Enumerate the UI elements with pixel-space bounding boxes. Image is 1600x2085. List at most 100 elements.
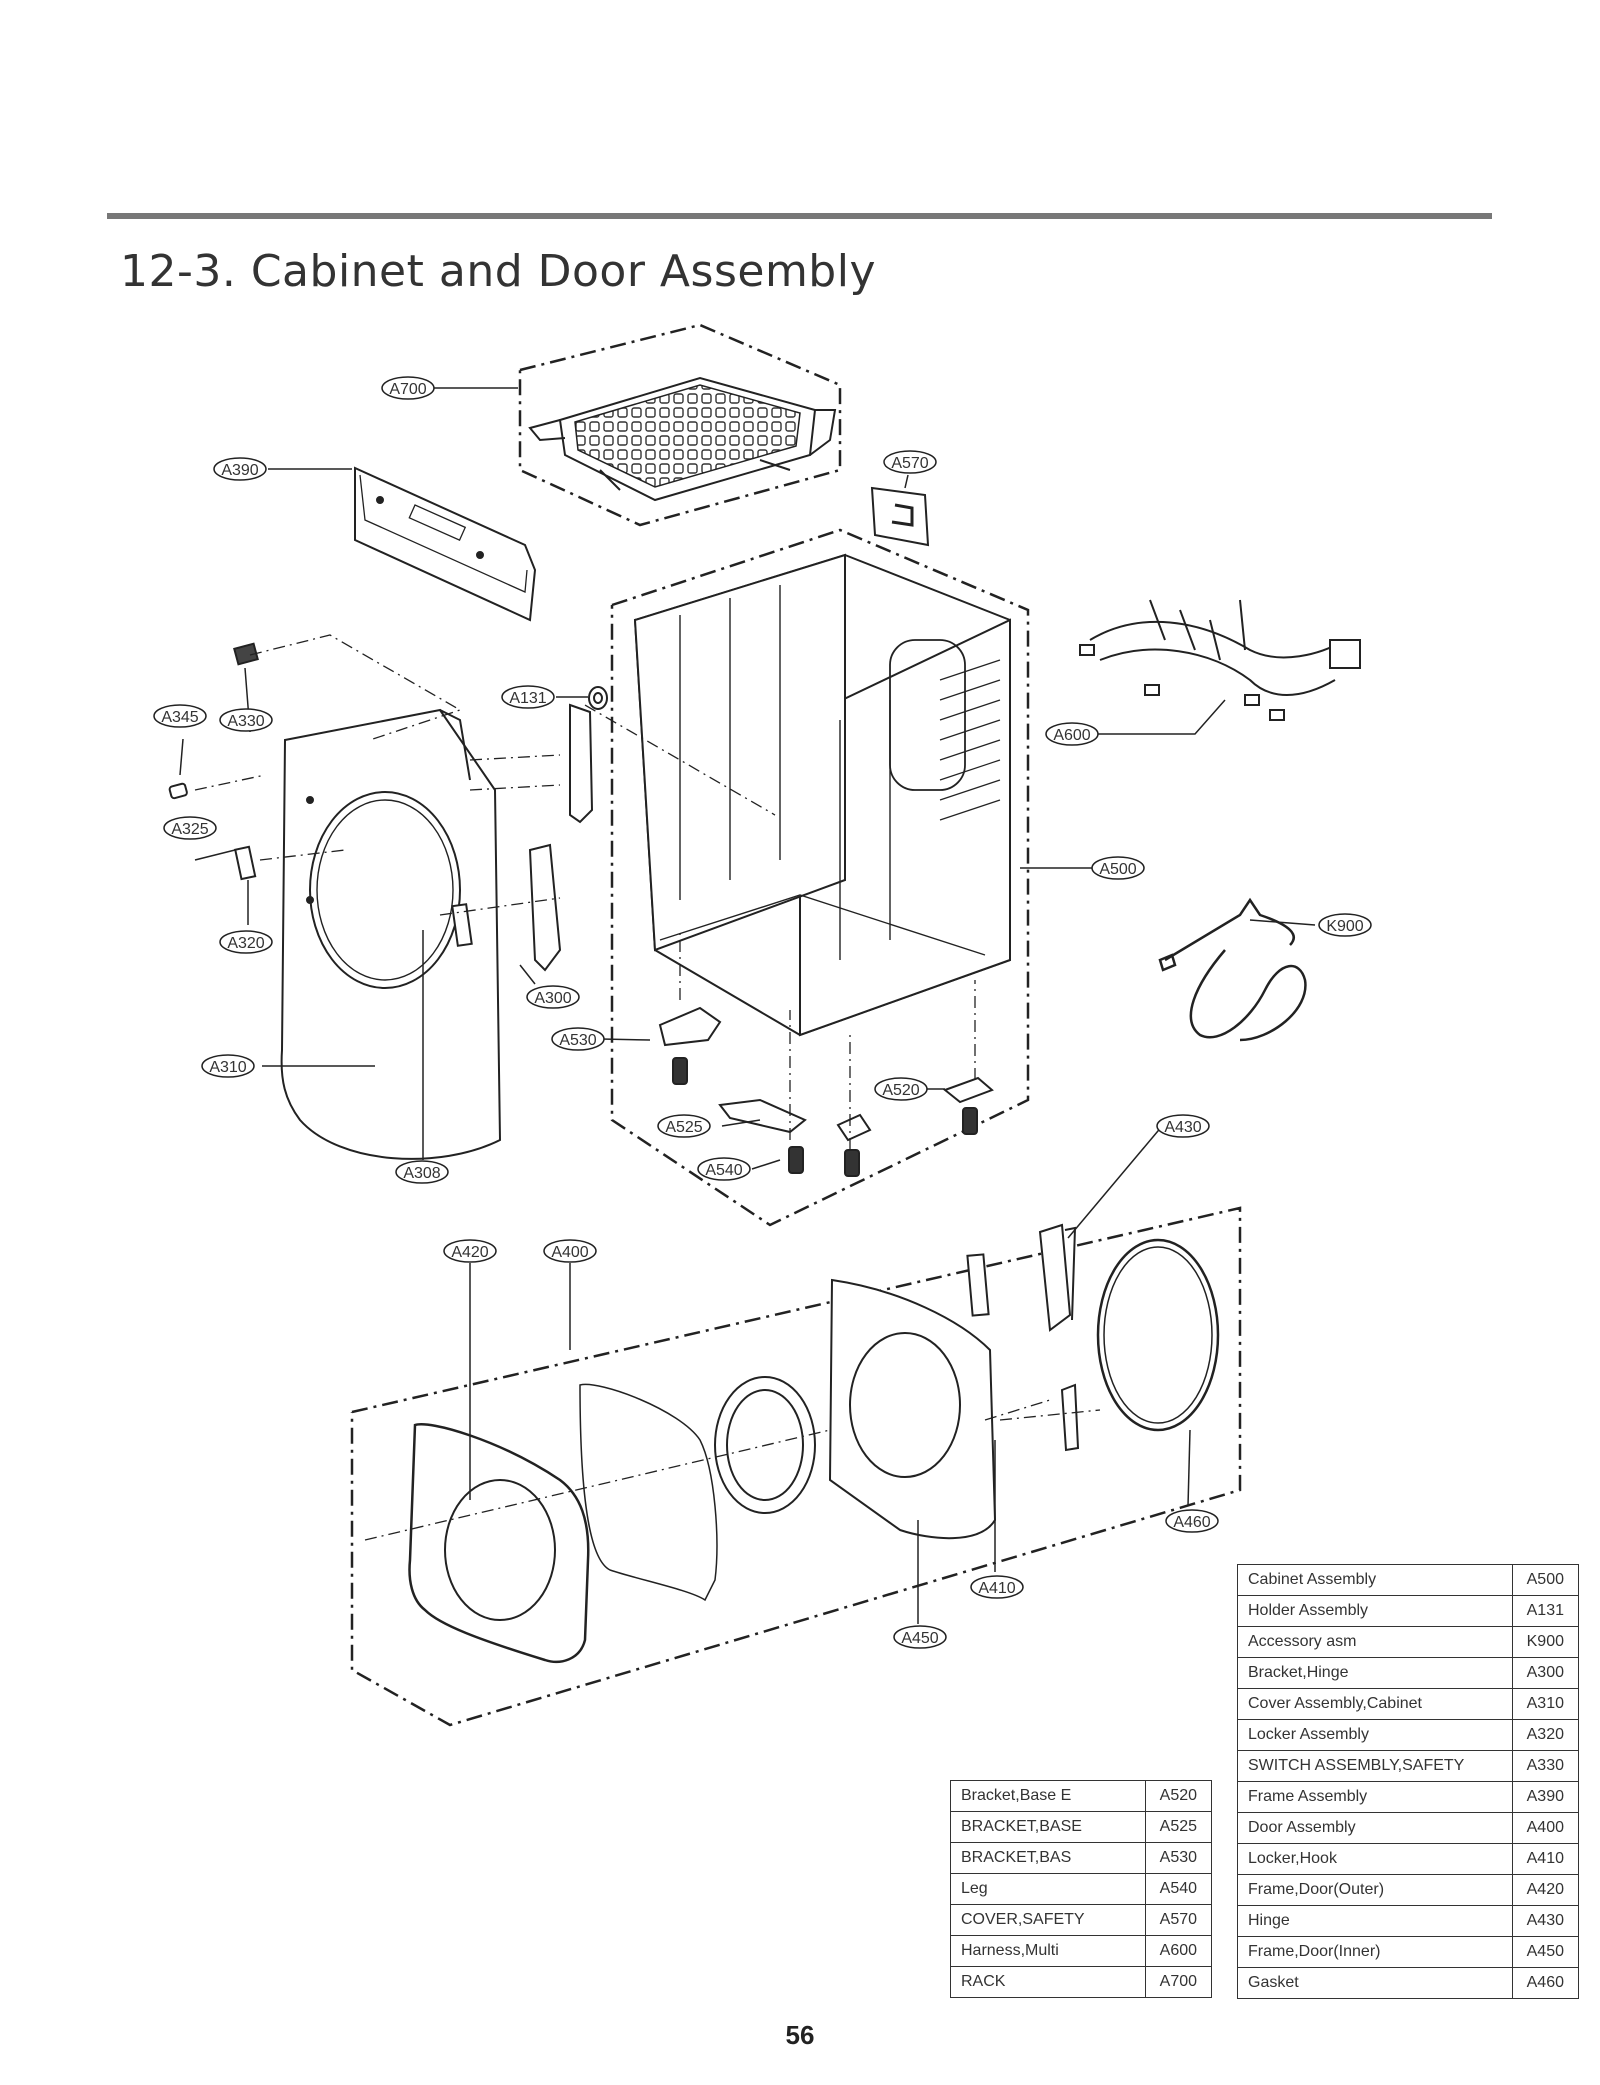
callout-bubble [1156,1114,1210,1138]
part-code: A330 [1511,1750,1580,1782]
callout-label: A131 [509,690,546,707]
callout-label: A500 [1099,861,1136,878]
callout-a450: A450 [893,1625,947,1649]
harness-multi-a600 [1079,599,1361,721]
callout-bubble [153,704,207,728]
callout-a520: A520 [874,1077,928,1101]
bracket-hinge-a300 [451,843,562,972]
locker-assembly-a320 [194,845,257,881]
callout-label: A300 [534,990,571,1007]
part-code: A410 [1511,1843,1580,1875]
callout-label: A460 [1173,1514,1210,1531]
callout-label: A570 [891,455,928,472]
accessory-asm-k900 [1158,897,1307,1042]
header-rule [107,213,1492,219]
part-description: SWITCH ASSEMBLY,SAFETY [1237,1750,1513,1782]
callout-a600: A600 [1045,722,1099,746]
frame-door-outer-a420 [408,1423,590,1664]
callout-a410: A410 [970,1575,1024,1599]
part-description: Locker Assembly [1237,1719,1513,1751]
part-code: A300 [1511,1657,1580,1689]
part-code: A420 [1511,1874,1580,1906]
callout-a700: A700 [381,376,435,400]
callout-a430: A430 [1156,1114,1210,1138]
part-description: RACK [950,1966,1146,1998]
callout-label: A540 [705,1162,742,1179]
callout-bubble [443,1239,497,1263]
part-code: A700 [1144,1966,1213,1998]
callout-bubble [970,1575,1024,1599]
callout-a500: A500 [1091,856,1145,880]
part-description: Harness,Multi [950,1935,1146,1967]
callout-bubble [657,1114,711,1138]
callout-bubble [551,1027,605,1051]
part-code: A131 [1511,1595,1580,1627]
rack-a700 [528,376,837,502]
callout-label: A310 [209,1059,246,1076]
callout-a540: A540 [697,1157,751,1181]
callout-label: A325 [171,821,208,838]
callout-label: K900 [1326,918,1363,935]
bracket-base-a530 [658,1006,722,1047]
part-description: Frame,Door(Inner) [1237,1936,1513,1968]
part-code: A460 [1511,1967,1580,1999]
callout-a460: A460 [1165,1509,1219,1533]
callout-a345: A345 [153,704,207,728]
table-row: Frame,Door(Inner)A450 [1237,1936,1580,1968]
part-code: A600 [1144,1935,1213,1967]
callout-a330: A330 [219,708,273,732]
callout-label: A400 [551,1244,588,1261]
callout-bubble [1045,722,1099,746]
part-code: A320 [1511,1719,1580,1751]
callout-a570: A570 [883,450,937,474]
callout-label: A410 [978,1580,1015,1597]
part-description: Locker,Hook [1237,1843,1513,1875]
callout-label: A530 [559,1032,596,1049]
callout-label: A345 [161,709,198,726]
hinge-a430 [966,1223,1077,1332]
callout-label: A430 [1164,1119,1201,1136]
callout-a131: A131 [501,685,555,709]
callout-bubble [543,1239,597,1263]
part-description: Hinge [1237,1905,1513,1937]
callout-label: A390 [221,462,258,479]
callout-a320: A320 [219,930,273,954]
table-row: Frame,Door(Outer)A420 [1237,1874,1580,1906]
page-title: 12-3. Cabinet and Door Assembly [120,246,877,297]
part-description: COVER,SAFETY [950,1904,1146,1936]
door-group-outline [350,1206,1242,1727]
part-code: K900 [1511,1626,1580,1658]
callout-bubble [213,457,267,481]
cabinet-assembly-a500 [633,553,1011,1037]
callout-label: A700 [389,381,426,398]
callout-label: A420 [451,1244,488,1261]
part-description: Cover Assembly,Cabinet [1237,1688,1513,1720]
part-code: A400 [1511,1812,1580,1844]
part-description: Accessory asm [1237,1626,1513,1658]
part-description: Holder Assembly [1237,1595,1513,1627]
part-code: A520 [1144,1780,1213,1812]
part-description: BRACKET,BAS [950,1842,1146,1874]
callout-bubble [874,1077,928,1101]
callout-a308: A308 [395,1160,449,1184]
cover-safety-a570 [870,486,930,547]
part-description: Gasket [1237,1967,1513,1999]
callout-label: A450 [901,1630,938,1647]
callout-a300: A300 [526,985,580,1009]
callout-label: A308 [403,1165,440,1182]
